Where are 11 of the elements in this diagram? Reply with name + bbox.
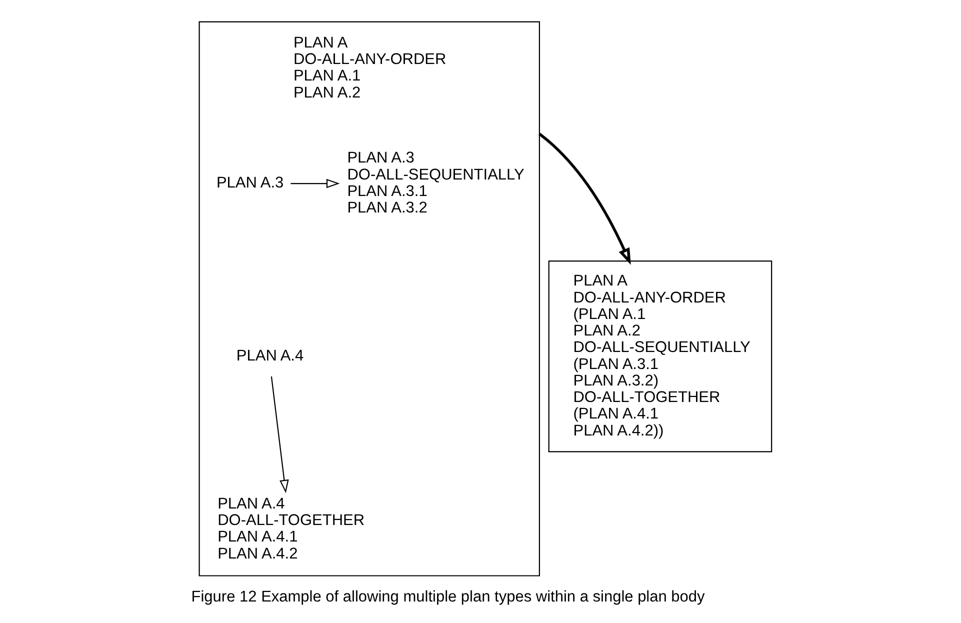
node-text: PLAN A.4 DO-ALL-TOGETHER PLAN A.4.1 PLAN A.4.2: [217, 495, 364, 562]
node-text: PLAN A DO-ALL-ANY-ORDER PLAN A.1 PLAN A.2: [292, 34, 446, 102]
node-text: PLAN A.4: [236, 347, 304, 364]
arrow: [538, 132, 630, 265]
arrow: [290, 178, 340, 188]
node-text: PLAN A.3 DO-ALL-SEQUENTIALLY PLAN A.3.1 PLAN A.3.2: [346, 150, 524, 217]
arrow: [270, 376, 288, 494]
node-text: PLAN A.3: [216, 174, 284, 192]
cluster: [198, 21, 540, 576]
caption: Figure 12 Example of allowing multiple plan types within a single plan body: [190, 588, 704, 606]
node-box: PLAN A DO-ALL-ANY-ORDER (PLAN A.1 PLAN A.2 DO-ALL-SEQUENTIALLY (PLAN A.3.1 PLAN A.3.2) DO-ALL-TOGETHER (PLAN A.4.1 PLAN A.4.2)): [548, 260, 772, 452]
